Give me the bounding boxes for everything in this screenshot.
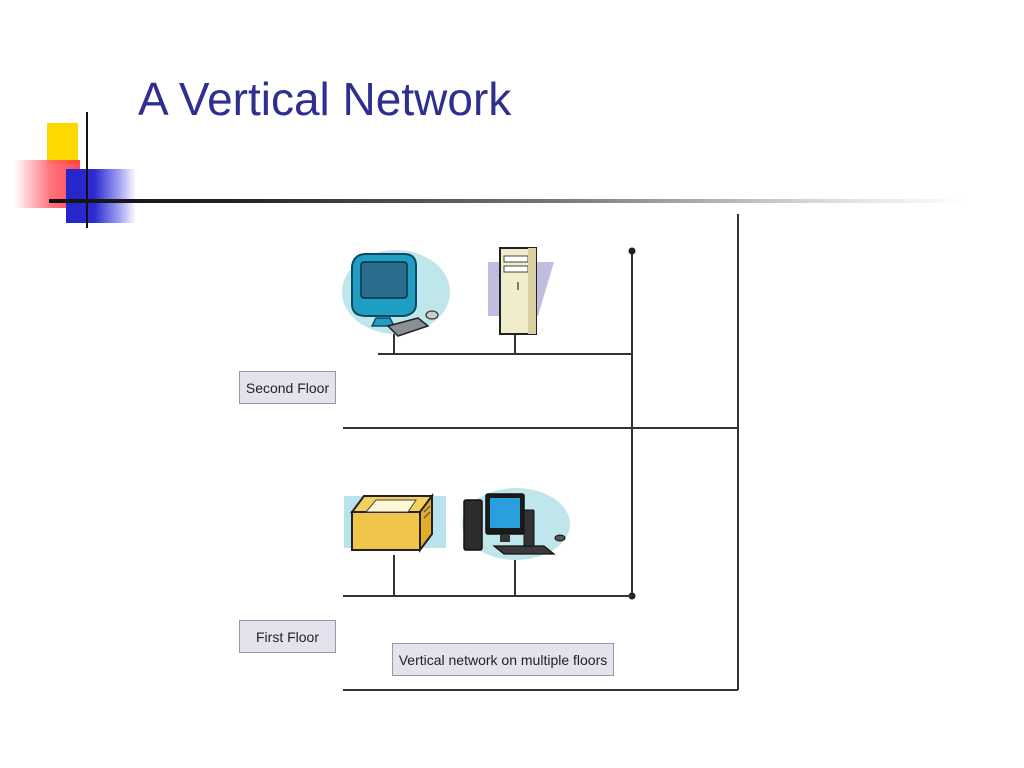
backbone-top-node <box>628 247 636 255</box>
slide-title: A Vertical Network <box>138 73 512 125</box>
diagram-caption: Vertical network on multiple floors <box>392 643 614 676</box>
accent-blue-square <box>66 169 136 223</box>
accent-yellow-square <box>47 123 78 164</box>
tower-server-icon <box>488 247 554 335</box>
accent-vertical-line <box>86 112 88 228</box>
first-floor-label: First Floor <box>239 620 336 653</box>
flat-monitor-computer-icon <box>462 488 570 560</box>
desktop-computer-icon <box>342 250 450 337</box>
second-floor-label: Second Floor <box>239 371 336 404</box>
title-underline <box>49 199 969 203</box>
printer-icon <box>344 493 446 553</box>
